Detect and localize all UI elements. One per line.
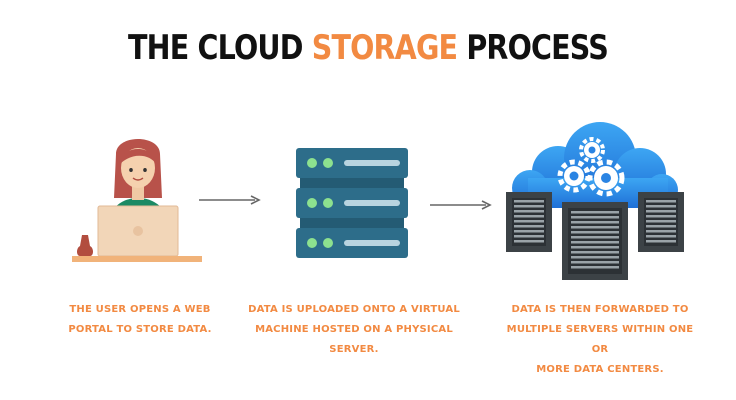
server-unit-1 <box>296 148 408 178</box>
server-gap-2 <box>300 218 404 228</box>
gear-icon <box>587 159 625 197</box>
gear-icon <box>579 137 605 163</box>
step-2-caption: DATA IS UPLOADED ONTO A VIRTUAL MACHINE … <box>244 300 464 360</box>
user-laptop-icon <box>72 139 202 262</box>
title-accent-word: STORAGE <box>311 28 458 68</box>
server-rack-icon <box>296 148 408 258</box>
laptop-logo <box>133 226 143 236</box>
mouth <box>132 177 144 181</box>
caption-line: DATA IS UPLOADED ONTO A VIRTUAL <box>248 304 460 315</box>
right-eye <box>143 168 147 172</box>
vase-icon <box>77 235 93 256</box>
step-3-caption: DATA IS THEN FORWARDED TO MULTIPLE SERVE… <box>500 300 700 380</box>
caption-line: MACHINE HOSTED ON A PHYSICAL SERVER. <box>255 324 453 355</box>
user-neck <box>132 184 144 200</box>
server-tower-right <box>638 192 684 252</box>
server-unit-3 <box>296 228 408 258</box>
desk <box>72 256 202 262</box>
caption-line: PORTAL TO STORE DATA. <box>68 324 212 335</box>
caption-line: THE USER OPENS A WEB <box>69 304 211 315</box>
server-tower-center <box>562 202 628 280</box>
server-tower-left <box>506 192 552 252</box>
title-part-3: PROCESS <box>466 28 608 68</box>
step-1-caption: THE USER OPENS A WEB PORTAL TO STORE DAT… <box>60 300 220 340</box>
arrow-right-icon <box>199 195 261 205</box>
left-eye <box>129 168 133 172</box>
cloud-data-center-icon <box>506 122 684 280</box>
page-title: THE CLOUD STORAGE PROCESS <box>59 28 677 68</box>
hair-front <box>120 149 156 164</box>
title-part-1: THE CLOUD <box>128 28 303 68</box>
arrow-right-icon <box>430 200 492 210</box>
user-face <box>121 148 155 188</box>
server-gap-1 <box>300 178 404 188</box>
server-unit-2 <box>296 188 408 218</box>
caption-line: MORE DATA CENTERS. <box>536 364 664 375</box>
caption-line: MULTIPLE SERVERS WITHIN ONE OR <box>506 324 694 355</box>
caption-line: DATA IS THEN FORWARDED TO <box>511 304 689 315</box>
